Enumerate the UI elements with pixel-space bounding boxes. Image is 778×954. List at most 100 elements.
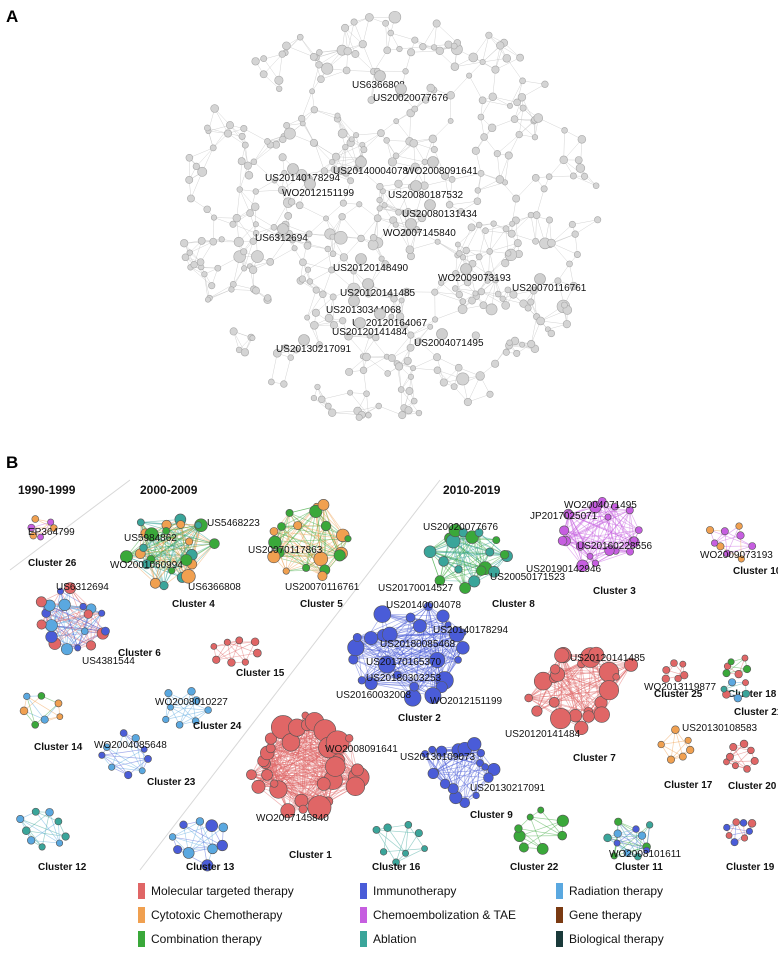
panel-a-edge — [507, 289, 534, 291]
panel-a-node — [321, 62, 334, 75]
cluster-edge — [452, 541, 475, 582]
cluster-edge — [371, 683, 433, 697]
panel-a-node — [390, 295, 398, 303]
cluster-node — [662, 666, 671, 674]
panel-a-edge — [306, 317, 320, 345]
cluster-node — [23, 692, 31, 700]
cluster-label: Cluster 26 — [28, 558, 77, 569]
cluster-node — [253, 648, 262, 658]
panel-a-edge — [535, 215, 537, 242]
cluster-edge — [595, 506, 640, 531]
panel-a-edge — [314, 109, 338, 120]
cluster-edge — [106, 746, 143, 772]
cluster-node-label: US20130217091 — [470, 783, 546, 794]
cluster-node — [588, 646, 605, 663]
cluster-label: Cluster 1 — [289, 850, 332, 861]
panel-a-node-label: WO2008091641 — [405, 166, 478, 177]
cluster-node — [103, 743, 111, 751]
panel-a-node — [329, 159, 336, 165]
panel-a-edge — [380, 132, 397, 156]
cluster-edge — [434, 762, 481, 773]
cluster-edge — [376, 829, 419, 834]
panel-a-node — [377, 129, 385, 137]
panel-a-node — [369, 234, 378, 242]
panel-a-node — [381, 202, 388, 209]
panel-a-node — [309, 138, 318, 147]
cluster-node — [550, 664, 561, 675]
panel-a-edge — [241, 136, 249, 166]
cluster-edge — [617, 833, 647, 851]
cluster-edge — [163, 525, 202, 586]
panel-a-node — [341, 23, 350, 32]
panel-a-node — [248, 265, 258, 274]
panel-a-node — [411, 36, 419, 44]
cluster-node — [536, 843, 549, 855]
cluster-edge — [20, 818, 60, 844]
panel-a-edge — [424, 179, 453, 186]
cluster-node — [218, 822, 229, 833]
cluster-edge — [49, 605, 68, 650]
panel-a-edge — [306, 290, 317, 318]
panel-a-edge — [449, 179, 453, 205]
panel-a-node — [468, 296, 476, 305]
panel-a-edge — [482, 100, 511, 107]
cluster-node — [727, 658, 735, 666]
panel-a-node — [284, 212, 293, 220]
panel-a-edge — [284, 172, 292, 202]
panel-a-node — [295, 201, 304, 210]
panel-a-node-label: US20120141484 — [332, 327, 408, 338]
cluster-node — [45, 619, 58, 632]
cluster-edge — [34, 703, 59, 726]
cluster-node — [402, 849, 409, 857]
cluster-node — [139, 543, 148, 552]
panel-a-node — [574, 156, 583, 164]
panel-a-edge — [239, 165, 249, 190]
panel-a-node — [283, 122, 291, 129]
cluster-node — [79, 602, 87, 611]
cluster-node — [467, 737, 482, 752]
cluster-node — [423, 545, 437, 559]
panel-a-node — [210, 214, 218, 221]
panel-a-node — [507, 102, 513, 109]
panel-a-node — [477, 113, 485, 121]
panel-a-node — [387, 29, 394, 37]
panel-a-edge — [477, 173, 482, 202]
cluster-network — [722, 654, 752, 679]
panel-a-node — [502, 225, 510, 233]
panel-a-node — [432, 19, 441, 28]
cluster-node — [81, 627, 89, 635]
cluster-node — [98, 609, 106, 617]
panel-a-node — [229, 327, 238, 336]
cluster-label: Cluster 19 — [726, 862, 775, 873]
cluster-node — [364, 677, 378, 690]
cluster-edge — [274, 542, 323, 577]
panel-a-node — [433, 366, 442, 375]
cluster-node — [427, 767, 439, 780]
cluster-node — [325, 756, 346, 777]
cluster-label: Cluster 4 — [172, 599, 215, 610]
cluster-node — [185, 537, 194, 546]
panel-a-edge — [522, 80, 545, 85]
cluster-node-label: US20190142946 — [526, 564, 602, 575]
panel-a-node — [410, 162, 420, 172]
panel-a-labeled-node — [277, 223, 289, 235]
cluster-node — [131, 734, 140, 743]
panel-a-node-label: US20130217091 — [276, 344, 352, 355]
legend-item: Ablation — [360, 931, 416, 947]
panel-a-edge — [337, 118, 352, 140]
cluster-edge — [179, 709, 209, 726]
cluster-node — [392, 858, 400, 867]
cluster-node — [635, 526, 643, 534]
panel-a-edge — [436, 356, 459, 368]
panel-a-node — [499, 295, 506, 302]
panel-a-edge — [495, 57, 521, 70]
panel-a-labels: US6366808US20020077676US20140004078US201… — [255, 70, 587, 355]
cluster-edge — [289, 512, 340, 556]
panel-a-edge — [436, 23, 458, 44]
panel-a-edge — [332, 296, 335, 326]
cluster-node-label: WO2012151199 — [430, 696, 503, 707]
cluster-network — [35, 582, 110, 656]
cluster-edge — [353, 659, 434, 696]
cluster-label: Cluster 24 — [193, 721, 242, 732]
cluster-label: Cluster 8 — [492, 599, 535, 610]
